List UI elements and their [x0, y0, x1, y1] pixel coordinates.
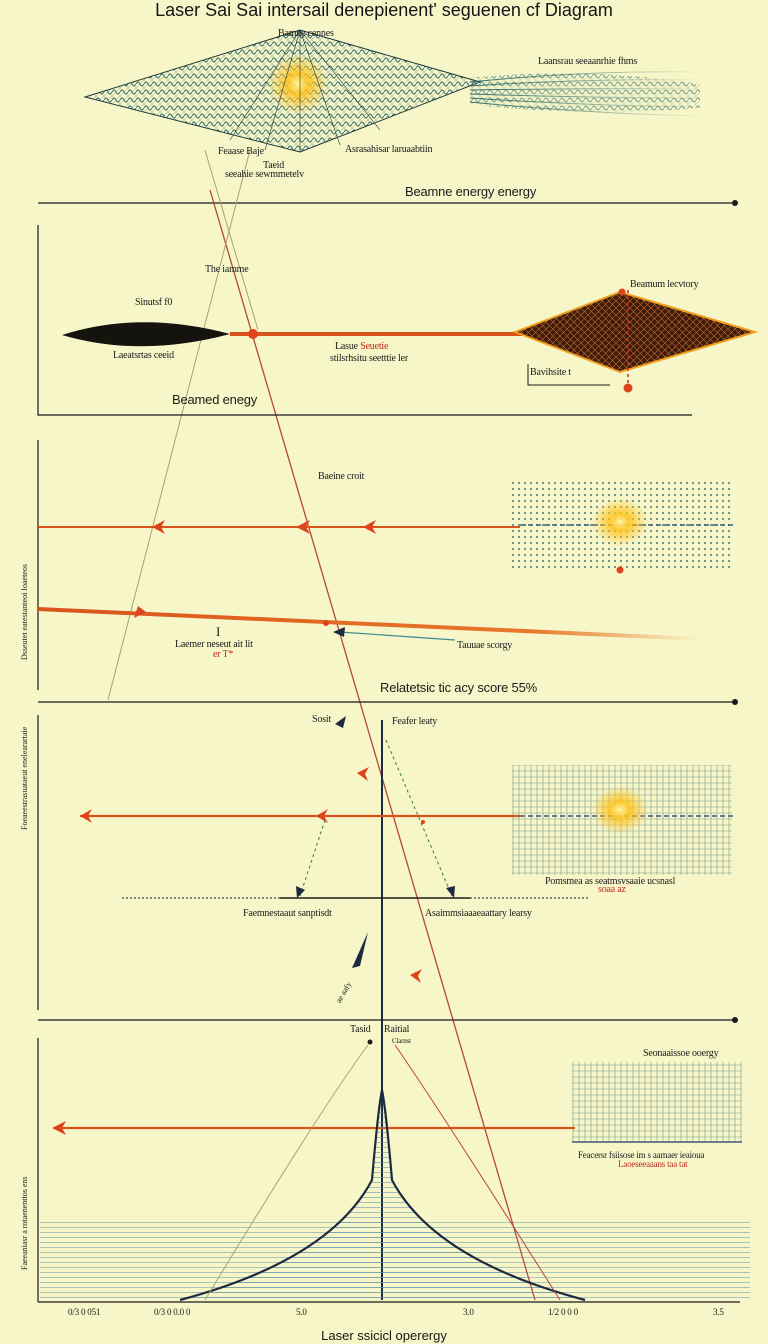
x-tick-2: 0/3 0 0.0 0 [154, 1307, 191, 1317]
divider-1-label: Beamne energy energy [405, 184, 537, 199]
panel-1-bottom-right-label: Asrasahisar laruaabtiin [345, 144, 433, 155]
panel-1-bottom-center-label-2: seeahie sewmmetelv [225, 169, 304, 180]
panel-4-side-label: Foeaeestrasuataeut enelearartaie [20, 726, 29, 830]
panel-4-red-dot [421, 820, 425, 824]
x-tick-6: 3.5 [713, 1307, 724, 1317]
panel-5-top-small-label: Clarnst [392, 1037, 411, 1045]
panel-2-bottom-label: Beamed enegy [172, 392, 258, 407]
panel-2-right-top-label: Beamum lecvtory [630, 279, 699, 290]
panel-5-side-label: Faeeaniasr a rotaenenttos ens [20, 1176, 29, 1270]
panel-4-mid-left-label: Faemnestaaut sanptisdt [243, 908, 332, 919]
lens-rays [229, 29, 381, 152]
panel-5 [37, 1038, 750, 1303]
panel-2-top-label: The iamme [205, 264, 249, 275]
panel-4-dashed-right [385, 739, 453, 897]
dark-mesh-top-dot [618, 288, 626, 296]
panel-2-beam-spark [248, 329, 258, 339]
panel-5-grid [572, 1062, 742, 1142]
panel-4-sosit-arrow [335, 716, 346, 728]
panel-4-left-label: Sosit [312, 714, 332, 725]
panel-3-pointer [339, 631, 456, 641]
x-tick-4: 3.0 [463, 1307, 474, 1317]
diagonal-guides [107, 149, 536, 1301]
panel-4-top-label: Feafer leaty [392, 716, 438, 727]
peak-curve-fill [180, 1090, 585, 1300]
panel-2-center-label-1-red: Seuetie [360, 341, 389, 352]
x-tick-3: 5.0 [296, 1307, 307, 1317]
x-tick-5: 1/2 0 0 0 [548, 1307, 578, 1317]
panel-5-right-top-label: Seonaaissoe ooergy [643, 1048, 719, 1059]
panel-2-left-bottom-label: Laeatsrtas ceeid [113, 350, 174, 361]
bottom-axis-label: Laser ssicicl operergy [321, 1328, 447, 1343]
panel-2-right-bottom-label: Bavihsite t [530, 367, 571, 378]
panel-4-right-label: Pomsmea as seatmsvsaaie ucsnasl [545, 876, 676, 887]
panel-4-right-label-red: soaa az [598, 884, 626, 895]
dark-mesh-callout [527, 364, 610, 386]
panel-3-pointer-arrow [333, 627, 345, 637]
panel-3-right-label: Tauuae scorgy [457, 640, 513, 651]
panel-2-center-label-1-text: Lasue [335, 341, 358, 352]
panel-4-arrow-right [446, 886, 455, 898]
panel-3-beam-2-arrow [134, 606, 146, 618]
outer-curve-left [204, 1044, 369, 1301]
panel-3 [37, 440, 735, 690]
panel-5-top-right-label: Raitial [384, 1024, 410, 1035]
peak-top-dot [367, 1039, 373, 1045]
panel-5-top-left-label: Tasid [350, 1024, 371, 1035]
panel-2-frame [37, 225, 692, 416]
divider-3-end [732, 1017, 738, 1023]
dark-mesh-bottom-dot [623, 383, 633, 393]
panel-4-dashed-left [299, 819, 326, 897]
panel-3-side-label: Dsseutet eatestanteoi Ioaeteos [20, 564, 29, 660]
panel-4-mid-right-label: Asaimmsiaaaeaattary learsy [425, 908, 532, 919]
panel-2 [37, 225, 759, 416]
page-title: Laser Sai Sai intersail denepienent' seg… [155, 0, 613, 20]
outer-curve-right [394, 1044, 561, 1301]
lens-core-glow [268, 54, 328, 114]
panel-3-sparks [152, 520, 376, 534]
x-tick-1: 0/3 0 051 [68, 1307, 101, 1317]
divider-1-end [732, 200, 738, 206]
panel-3-marker-label: I [216, 624, 221, 639]
panel-1-bottom-center-label-1: Taeid [263, 160, 285, 171]
panel-3-below-label-red: er T* [213, 649, 234, 660]
panel-2-left-top-label: Sinutsf f0 [135, 297, 173, 308]
panel-5-spark [52, 1121, 66, 1135]
divider-2-end [732, 699, 738, 705]
panel-4-glow [592, 786, 648, 834]
panel-3-beam-2 [37, 607, 701, 641]
panel-1-bottom-left-label: Feaase Baje [218, 146, 264, 157]
dark-mesh-diamond [512, 290, 759, 374]
panel-3-bottom-dot [616, 566, 624, 574]
dark-lens [62, 322, 230, 347]
panel-3-top-label: Baeine croit [318, 471, 365, 482]
panel-4-arrow-left [296, 886, 305, 898]
diagonal-guide-red [209, 189, 536, 1301]
panel-3-beam-2-spark [323, 620, 329, 626]
panel-4-up-arrow [352, 932, 368, 968]
panel-3-glow [592, 498, 648, 546]
diagonal-guide-tan-1 [107, 149, 251, 701]
diagonal-guide-tan-2 [204, 149, 259, 331]
divider-2-label: Relatetsic tic acy score 55% [380, 680, 537, 695]
fan-lines [469, 71, 706, 117]
panel-2-center-label-2: stilsrhsitu seetttie ler [330, 353, 408, 364]
panel-5-right-bottom-label: Feacersr fsiisose im s aamaer ieaioua [578, 1150, 705, 1160]
panel-1-mesh [83, 29, 706, 153]
peak-curve [179, 1089, 586, 1302]
panel-5-right-bottom-label-red: Laoeseeaaans taa tat [618, 1159, 688, 1169]
panel-2-center-label-1: Lasue Seuetie [335, 341, 388, 352]
panel-3-below-label: Laemer neseut ait lit [175, 639, 253, 650]
panel-1-right-label: Laansrau seeaanrhie fhms [538, 56, 638, 67]
panel-4-sparks [80, 767, 422, 983]
panel-1-top-label: Bamne cennes [278, 28, 334, 39]
